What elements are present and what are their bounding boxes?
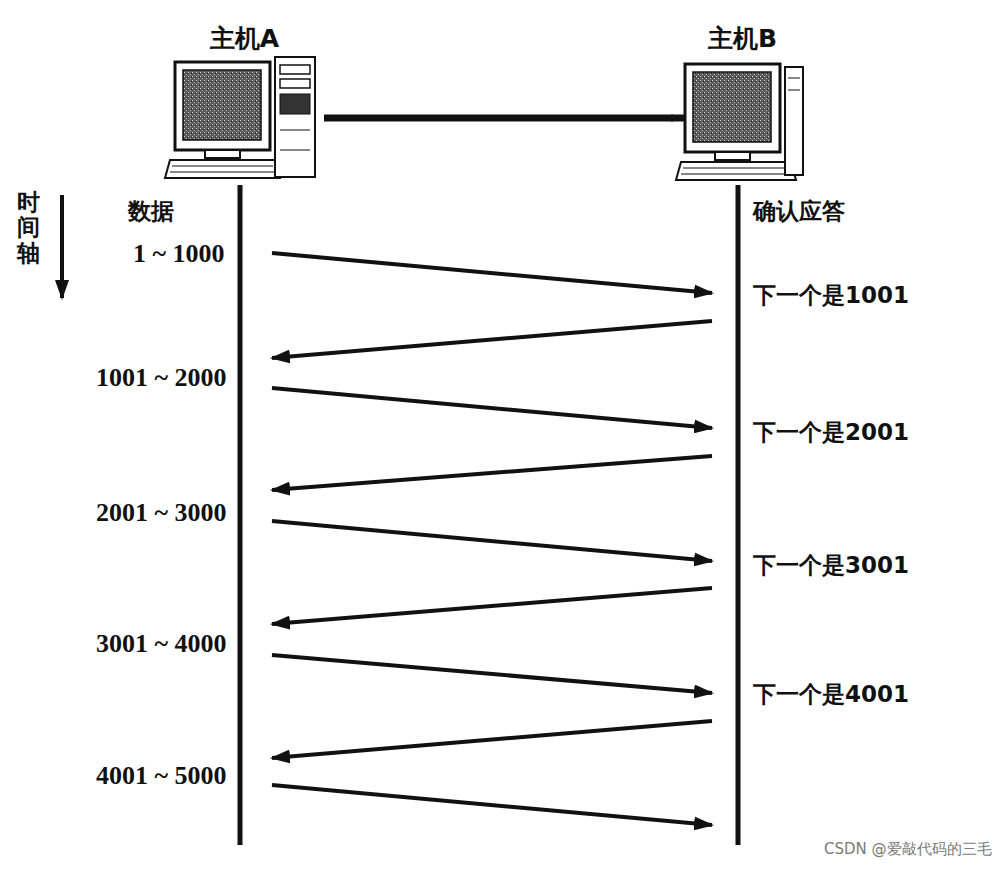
axis-label: 时间轴 (17, 190, 40, 266)
computer-b (671, 64, 803, 180)
network-cable (324, 115, 673, 122)
column-header: 确认应答 (753, 198, 845, 226)
ack-label: 下一个是2001 (753, 419, 909, 447)
time-arrow (60, 195, 64, 298)
data-range: 4001 ~ 5000 (96, 760, 227, 791)
ack-label: 下一个是4001 (753, 681, 909, 709)
host-computer: 主机B (673, 22, 812, 182)
data-range: 1001 ~ 2000 (96, 362, 227, 393)
host-name: 主机A (165, 24, 324, 54)
watermark: CSDN @爱敲代码的三毛 (824, 840, 992, 858)
ack-label: 下一个是1001 (753, 282, 909, 310)
data-range: 2001 ~ 3000 (96, 497, 227, 528)
data-range: 1 ~ 1000 (133, 238, 225, 269)
data-range: 3001 ~ 4000 (96, 628, 227, 659)
lifeline-a (238, 185, 243, 845)
ack-label: 下一个是3001 (753, 552, 909, 580)
host-name: 主机B (673, 24, 812, 54)
lifeline-b (736, 185, 741, 845)
computer-a (165, 57, 315, 178)
message-arrows (272, 253, 712, 825)
column-header: 数据 (128, 198, 174, 226)
host-computer: 主机A (165, 22, 324, 182)
